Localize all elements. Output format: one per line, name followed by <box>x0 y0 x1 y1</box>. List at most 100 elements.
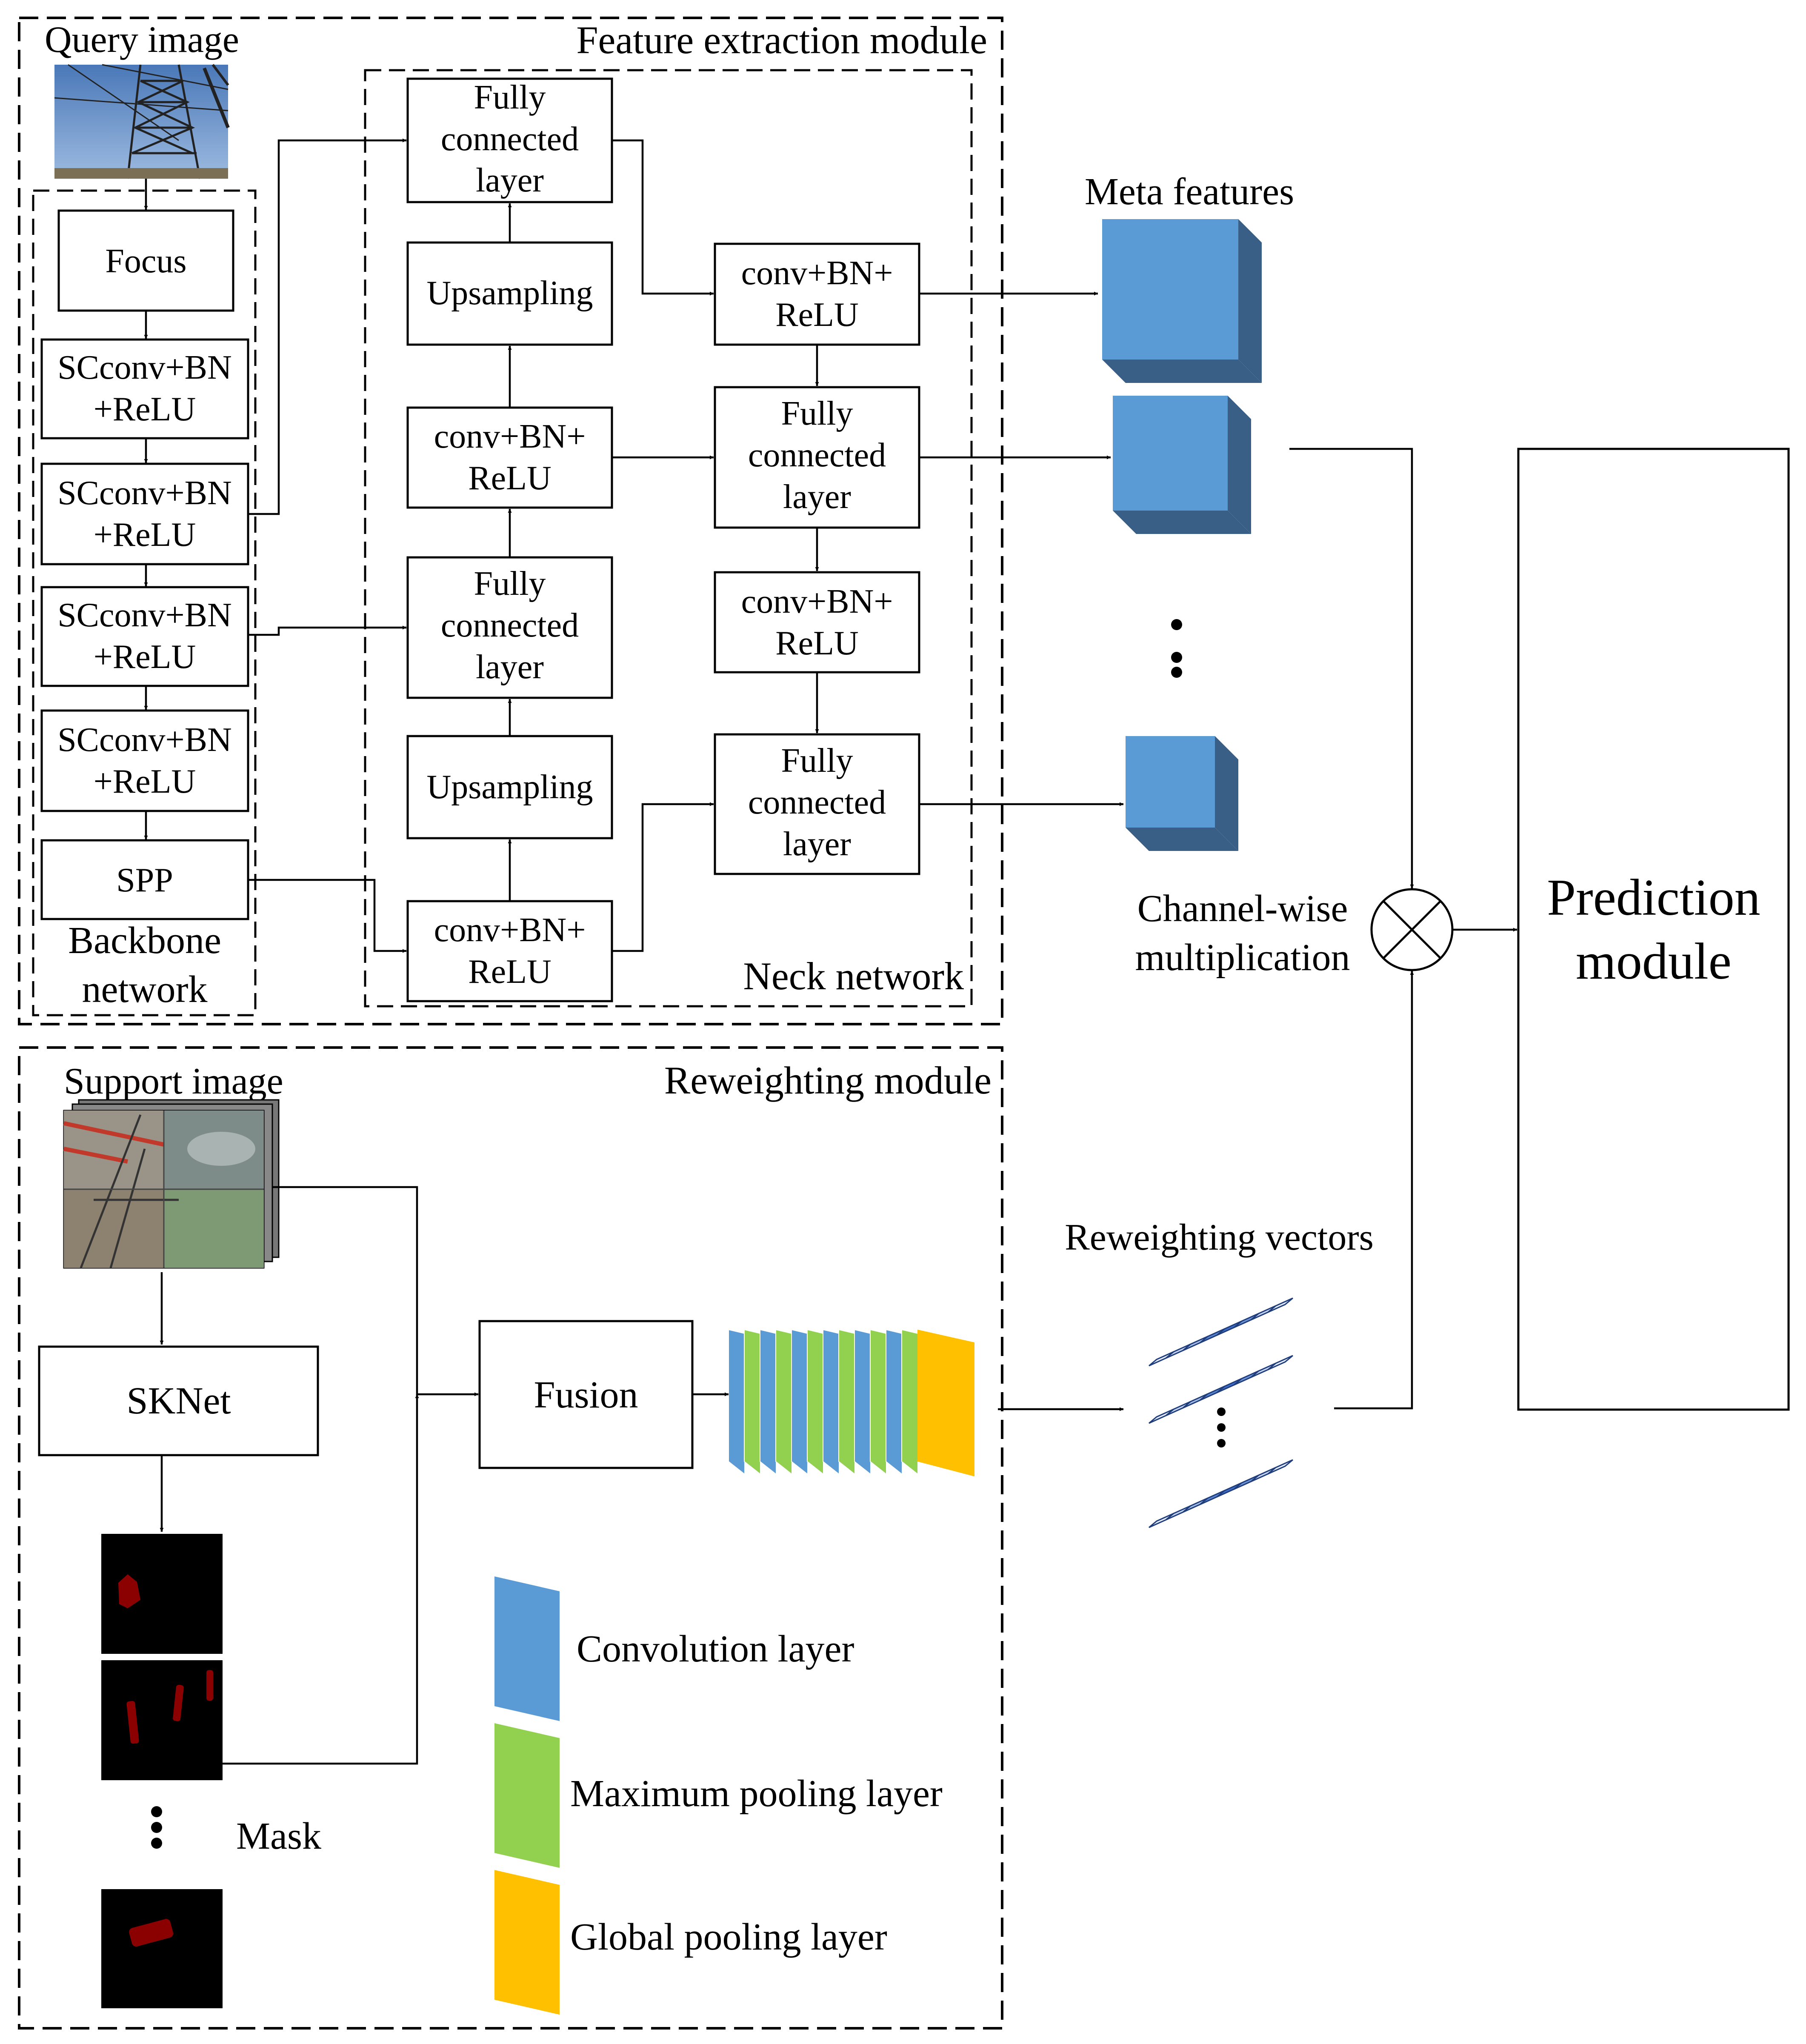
neck-fc-1-line3: layer <box>476 162 544 199</box>
mask-image-1 <box>101 1534 223 1654</box>
reweighting-vector-cell <box>1166 1401 1191 1416</box>
reweighting-vector-cell <box>1166 1505 1191 1521</box>
neck-fc-3-line2: connected <box>748 437 886 474</box>
scconv-box-1 <box>40 338 249 440</box>
neck-fc-1-line1: Fully <box>474 79 546 116</box>
reweighting-vector-cell <box>1183 1497 1208 1513</box>
neck-fc-2-line2: connected <box>441 607 579 644</box>
fused-layer-slab <box>823 1329 840 1476</box>
neck-fc-3-line3: layer <box>783 478 851 516</box>
legend-maxpool-label: Maximum pooling layer <box>570 1773 943 1815</box>
fused-layer-slab <box>791 1329 808 1476</box>
sknet-label: SKNet <box>127 1380 231 1422</box>
mask-label: Mask <box>236 1815 321 1857</box>
neck-conv-4-line1: conv+BN+ <box>741 583 893 620</box>
feature-connectors <box>144 138 1123 953</box>
spp-label: SPP <box>116 862 173 899</box>
fused-layer-slab <box>744 1329 761 1476</box>
neck-conv-4-line2: ReLU <box>775 625 859 662</box>
neck-network-label: Neck network <box>743 954 964 998</box>
neck-conv-box-2 <box>406 900 613 1002</box>
neck-fc-box-4 <box>714 733 920 875</box>
reweight-connectors <box>160 1186 1123 1765</box>
fused-layer-slab <box>760 1329 777 1476</box>
reweighting-vector-cell <box>1183 1393 1208 1409</box>
feature-extraction-module: Feature extraction module <box>18 17 1003 1025</box>
fusion-box <box>478 1320 694 1469</box>
reweighting-vector-cell <box>1217 1378 1242 1393</box>
neck-conv-3-line2: ReLU <box>775 296 859 334</box>
reweighting-vector-cell <box>1251 1362 1276 1378</box>
legend-conv-label: Convolution layer <box>577 1628 854 1670</box>
scconv-1-line1: SCconv+BN <box>57 349 232 386</box>
reweighting-vector-cell <box>1234 1313 1259 1328</box>
neck-fc-3-line1: Fully <box>781 395 853 432</box>
neck-upsampling-1-label: Upsampling <box>426 274 593 312</box>
spp-box <box>40 839 249 920</box>
neck-fc-4-line1: Fully <box>781 742 853 779</box>
reweighting-vector-cell <box>1217 1320 1242 1336</box>
channel-wise-line2: multiplication <box>1135 936 1350 979</box>
scconv-3-line1: SCconv+BN <box>57 597 232 634</box>
prediction-line1: Prediction <box>1547 869 1760 926</box>
reweighting-vector-cell <box>1149 1513 1174 1528</box>
meta-feature-cube-2 <box>1113 396 1251 534</box>
fused-layer-slab <box>870 1329 887 1476</box>
neck-conv-box-4 <box>714 571 920 674</box>
channel-wise-line1: Channel-wise <box>1137 888 1348 930</box>
neck-fc-2-line3: layer <box>476 648 544 686</box>
neck-fc-2-line1: Fully <box>474 565 546 602</box>
neck-fc-box-2 <box>406 556 613 699</box>
channel-wise-multiply-icon <box>1370 888 1454 971</box>
reweighting-vector-cell <box>1251 1467 1276 1482</box>
backbone-frame <box>32 189 257 1016</box>
neck-fc-4-line3: layer <box>783 825 851 863</box>
meta-features-ellipsis <box>1171 619 1182 678</box>
fused-layer-slab <box>807 1329 824 1476</box>
neck-upsampling-2-label: Upsampling <box>426 768 593 806</box>
reweight-vector-ellipsis <box>1217 1407 1226 1447</box>
reweighting-vector-2 <box>1149 1355 1293 1424</box>
scconv-2-line2: +ReLU <box>94 516 196 554</box>
fused-layer-slab <box>728 1329 745 1476</box>
neck-conv-1-line1: conv+BN+ <box>434 418 586 455</box>
reweighting-module: Reweighting module <box>18 1046 1003 2030</box>
neck-upsampling-box-2 <box>406 735 613 839</box>
backbone-label-line2: network <box>82 968 208 1011</box>
support-image-label: Support image <box>64 1061 283 1102</box>
scconv-3-line2: +ReLU <box>94 638 196 676</box>
reweighting-vectors-label: Reweighting vectors <box>1065 1217 1374 1258</box>
query-image <box>54 64 230 179</box>
support-image-stack <box>63 1099 280 1269</box>
reweighting-vector-cell <box>1200 1385 1225 1401</box>
reweighting-vector-cell <box>1268 1459 1293 1475</box>
reweighting-vector-cell <box>1217 1482 1242 1498</box>
fused-layer-slab <box>838 1329 855 1476</box>
legend-global-pooling: Global pooling layer <box>494 1870 887 2015</box>
reweighting-vector-cell <box>1200 1328 1225 1344</box>
legend-global-label: Global pooling layer <box>570 1916 887 1958</box>
mask-image-2 <box>101 1660 223 1780</box>
reweighting-vector-1 <box>1149 1297 1293 1367</box>
scconv-4-line1: SCconv+BN <box>57 721 232 759</box>
neck-conv-box-3 <box>714 243 920 346</box>
fused-feature-layer-stack <box>728 1329 974 1476</box>
reweighting-vector-cell <box>1251 1305 1276 1321</box>
neck-conv-2-line2: ReLU <box>468 953 552 991</box>
neck-fc-1-line2: connected <box>441 120 579 158</box>
fusion-label: Fusion <box>534 1374 638 1416</box>
scconv-1-line2: +ReLU <box>94 391 196 428</box>
right-connectors <box>1289 448 1517 1410</box>
neck-conv-1-line2: ReLU <box>468 460 552 497</box>
backbone-label-line1: Backbone <box>68 919 221 962</box>
neck-conv-2-line1: conv+BN+ <box>434 911 586 949</box>
scconv-4-line2: +ReLU <box>94 763 196 800</box>
reweighting-vector-cell <box>1268 1355 1293 1370</box>
reweighting-vector-cell <box>1149 1408 1174 1424</box>
reweighting-vector-cell <box>1234 1370 1259 1386</box>
neck-frame <box>364 69 973 1008</box>
reweighting-vector-cell <box>1200 1490 1225 1505</box>
legend-convolution: Convolution layer <box>494 1576 854 1721</box>
meta-feature-cube-3 <box>1126 736 1238 851</box>
prediction-line2: module <box>1576 933 1732 990</box>
